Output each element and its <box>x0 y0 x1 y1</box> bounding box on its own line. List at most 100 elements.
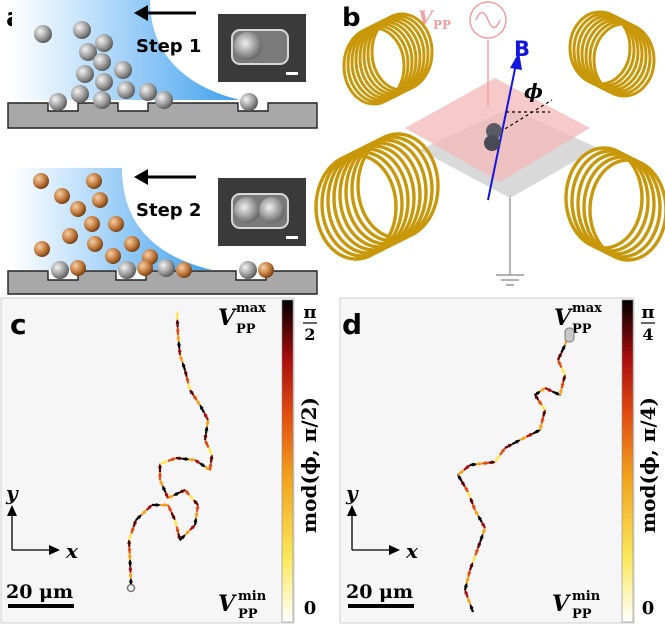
trajectory-arrowhead <box>175 310 180 317</box>
trajectory-arrowhead <box>185 528 192 535</box>
panel-c-scalebar <box>8 604 74 608</box>
trajectory-arrowhead <box>127 551 132 558</box>
svg-text:PP: PP <box>572 322 592 337</box>
panel-d-frame <box>339 297 635 624</box>
trajectory-start-marker <box>126 583 136 593</box>
trajectory-arrowhead <box>179 353 184 360</box>
trajectory-arrowhead <box>477 514 482 521</box>
step2-particles <box>33 173 274 279</box>
panel-d-vmax: V max PP <box>554 301 602 337</box>
trajectory-arrowhead <box>474 546 479 553</box>
dimer-particle <box>484 123 502 151</box>
step2-arrow <box>134 169 196 185</box>
panel-d-vmin: V min PP <box>552 589 601 622</box>
trajectory-arrowhead <box>158 462 162 469</box>
panel-d-colorbar <box>621 299 634 623</box>
trajectory-arrowhead <box>177 346 182 353</box>
svg-text:π: π <box>303 302 316 323</box>
trajectory-arrowhead <box>142 508 148 515</box>
trajectory-arrowhead <box>163 460 170 465</box>
trajectory-arrowhead <box>178 456 185 461</box>
trajectory-arrowhead <box>183 488 189 495</box>
panel-a: a Step 1 <box>6 0 318 295</box>
trajectory-arrowhead <box>507 443 514 448</box>
svg-text:max: max <box>572 301 602 316</box>
svg-text:min: min <box>238 589 267 604</box>
svg-text:max: max <box>236 301 266 316</box>
trajectory-arrowhead <box>209 453 214 460</box>
step1-arrow <box>134 5 196 21</box>
trajectory-arrowhead <box>171 515 176 522</box>
trajectory-arrowhead <box>480 520 486 527</box>
trajectory-arrowhead <box>459 468 466 475</box>
trajectory-arrowhead <box>207 446 213 453</box>
svg-text:V: V <box>552 591 571 617</box>
voltage-label: V PP <box>418 7 451 32</box>
panel-d-axes-icon: y x <box>345 481 419 563</box>
svg-text:min: min <box>572 589 601 604</box>
panel-d-colorbar-title: mod(ϕ, π/4) <box>636 397 660 533</box>
trajectory-arrowhead <box>547 387 554 393</box>
trajectory-arrowhead <box>127 538 132 544</box>
panel-d-letter: d <box>342 308 362 341</box>
svg-text:PP: PP <box>236 322 256 337</box>
angle-dimer-line <box>494 99 553 136</box>
svg-text:V: V <box>554 305 573 331</box>
panel-c-colorbar-top: π 2 <box>303 302 317 344</box>
step1-label: Step 1 <box>136 36 201 57</box>
trajectory-arrowhead <box>176 333 181 340</box>
coil-bottom-right <box>564 146 665 262</box>
panel-c-frame <box>0 297 295 624</box>
svg-text:PP: PP <box>572 607 592 622</box>
trajectory-arrowhead <box>163 503 170 507</box>
trajectory-arrowhead <box>203 411 208 418</box>
trajectory-arrowhead <box>469 603 474 610</box>
trajectory-arrowhead <box>561 343 566 350</box>
svg-text:PP: PP <box>433 18 451 32</box>
panel-c-vmin: V min PP <box>218 589 267 622</box>
trajectory-arrowhead <box>495 453 501 460</box>
svg-text:V: V <box>218 305 237 331</box>
trajectory-arrowhead <box>158 470 162 477</box>
panel-c-letter: c <box>10 308 27 341</box>
trajectory-arrowhead <box>560 366 566 373</box>
trajectory-arrowhead <box>127 544 132 551</box>
panel-c-colorbar-title: mod(ϕ, π/2) <box>297 397 321 533</box>
panel-d-trajectory <box>457 327 575 613</box>
dimer-end-marker <box>564 327 575 343</box>
b-field-label: B <box>514 37 530 61</box>
panel-c-scalebar-label: 20 μm <box>6 581 73 603</box>
trajectory-arrowhead <box>128 570 133 577</box>
trajectory-arrowhead <box>535 429 542 434</box>
b-field-arrow <box>487 63 517 201</box>
panel-d-colorbar-bottom: 0 <box>642 598 655 619</box>
svg-text:4: 4 <box>642 325 653 344</box>
trajectory-arrowhead <box>147 503 154 510</box>
panel-c-axis-x: x <box>65 539 79 563</box>
angle-label: ϕ <box>524 79 543 103</box>
trajectory-arrowhead <box>467 595 471 602</box>
step2-label: Step 2 <box>136 200 201 221</box>
trajectory-arrowhead <box>132 518 137 525</box>
trajectory-arrowhead <box>465 463 472 470</box>
trajectory-arrowhead <box>190 457 197 462</box>
trajectory-arrowhead <box>522 435 529 441</box>
trajectory-arrowhead <box>128 564 133 571</box>
trajectory-arrowhead <box>181 360 186 368</box>
trajectory-arrowhead <box>515 439 522 444</box>
trajectory-arrowhead <box>469 561 474 568</box>
trajectory-arrowhead <box>177 339 181 346</box>
trajectory-arrowhead <box>180 533 187 540</box>
trajectory-arrowhead <box>137 513 143 520</box>
trajectory-arrowhead <box>500 446 506 453</box>
step1-particles <box>34 21 258 111</box>
trajectory-arrowhead <box>171 457 178 462</box>
svg-text:2: 2 <box>304 325 315 344</box>
panel-b-letter: b <box>342 3 361 33</box>
trajectory-arrowhead <box>177 535 181 542</box>
trajectory-arrowhead <box>155 503 162 507</box>
trajectory-arrowhead <box>175 325 180 332</box>
trajectory-arrowhead <box>204 438 209 445</box>
step1-substrate <box>7 102 318 129</box>
step1-liquid <box>12 0 240 100</box>
